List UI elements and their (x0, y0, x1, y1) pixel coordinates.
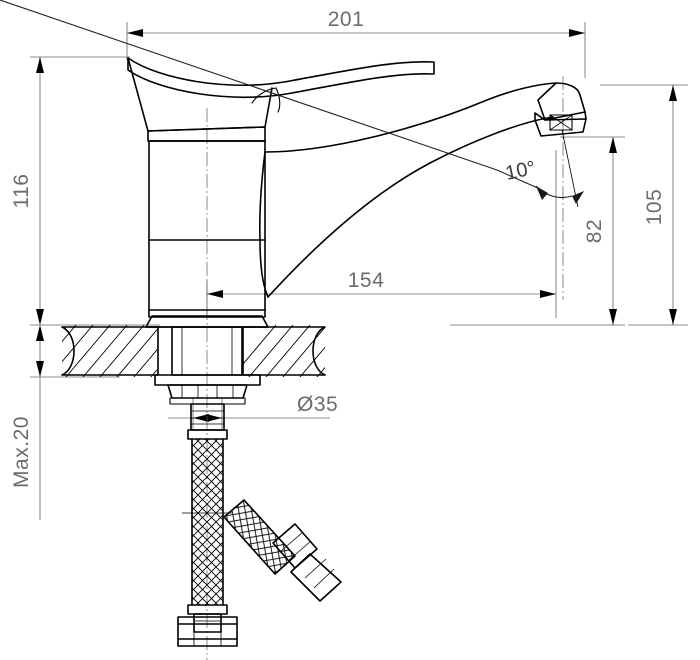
dimension-label-116: 116 (10, 174, 33, 209)
dimension-outlet-height: 82 (450, 136, 625, 326)
dimension-max-deck-thickness: Max.20 (10, 325, 120, 520)
dimension-label-max20: Max.20 (10, 416, 33, 488)
hose-nut-bottom (177, 616, 238, 647)
lever-handle (127, 57, 435, 132)
braided-hose-main (182, 438, 233, 606)
dimension-label-82: 82 (583, 219, 606, 243)
angle-annotation-10deg: 10° (0, 0, 584, 208)
dimension-overall-height: 105 (600, 84, 688, 326)
dimension-label-201: 201 (328, 8, 365, 31)
aerator-outlet (534, 82, 587, 137)
hose-nut-branch (272, 523, 342, 602)
deck-countertop (61, 325, 326, 377)
dimension-label-105: 105 (643, 189, 666, 226)
dimension-overall-width: 201 (126, 8, 586, 78)
dimension-label-154: 154 (348, 269, 385, 292)
aerator-screen (549, 114, 573, 131)
dimension-body-height: 116 (10, 56, 160, 326)
dimension-label-d35: Ø35 (297, 393, 338, 416)
spout (259, 82, 557, 298)
